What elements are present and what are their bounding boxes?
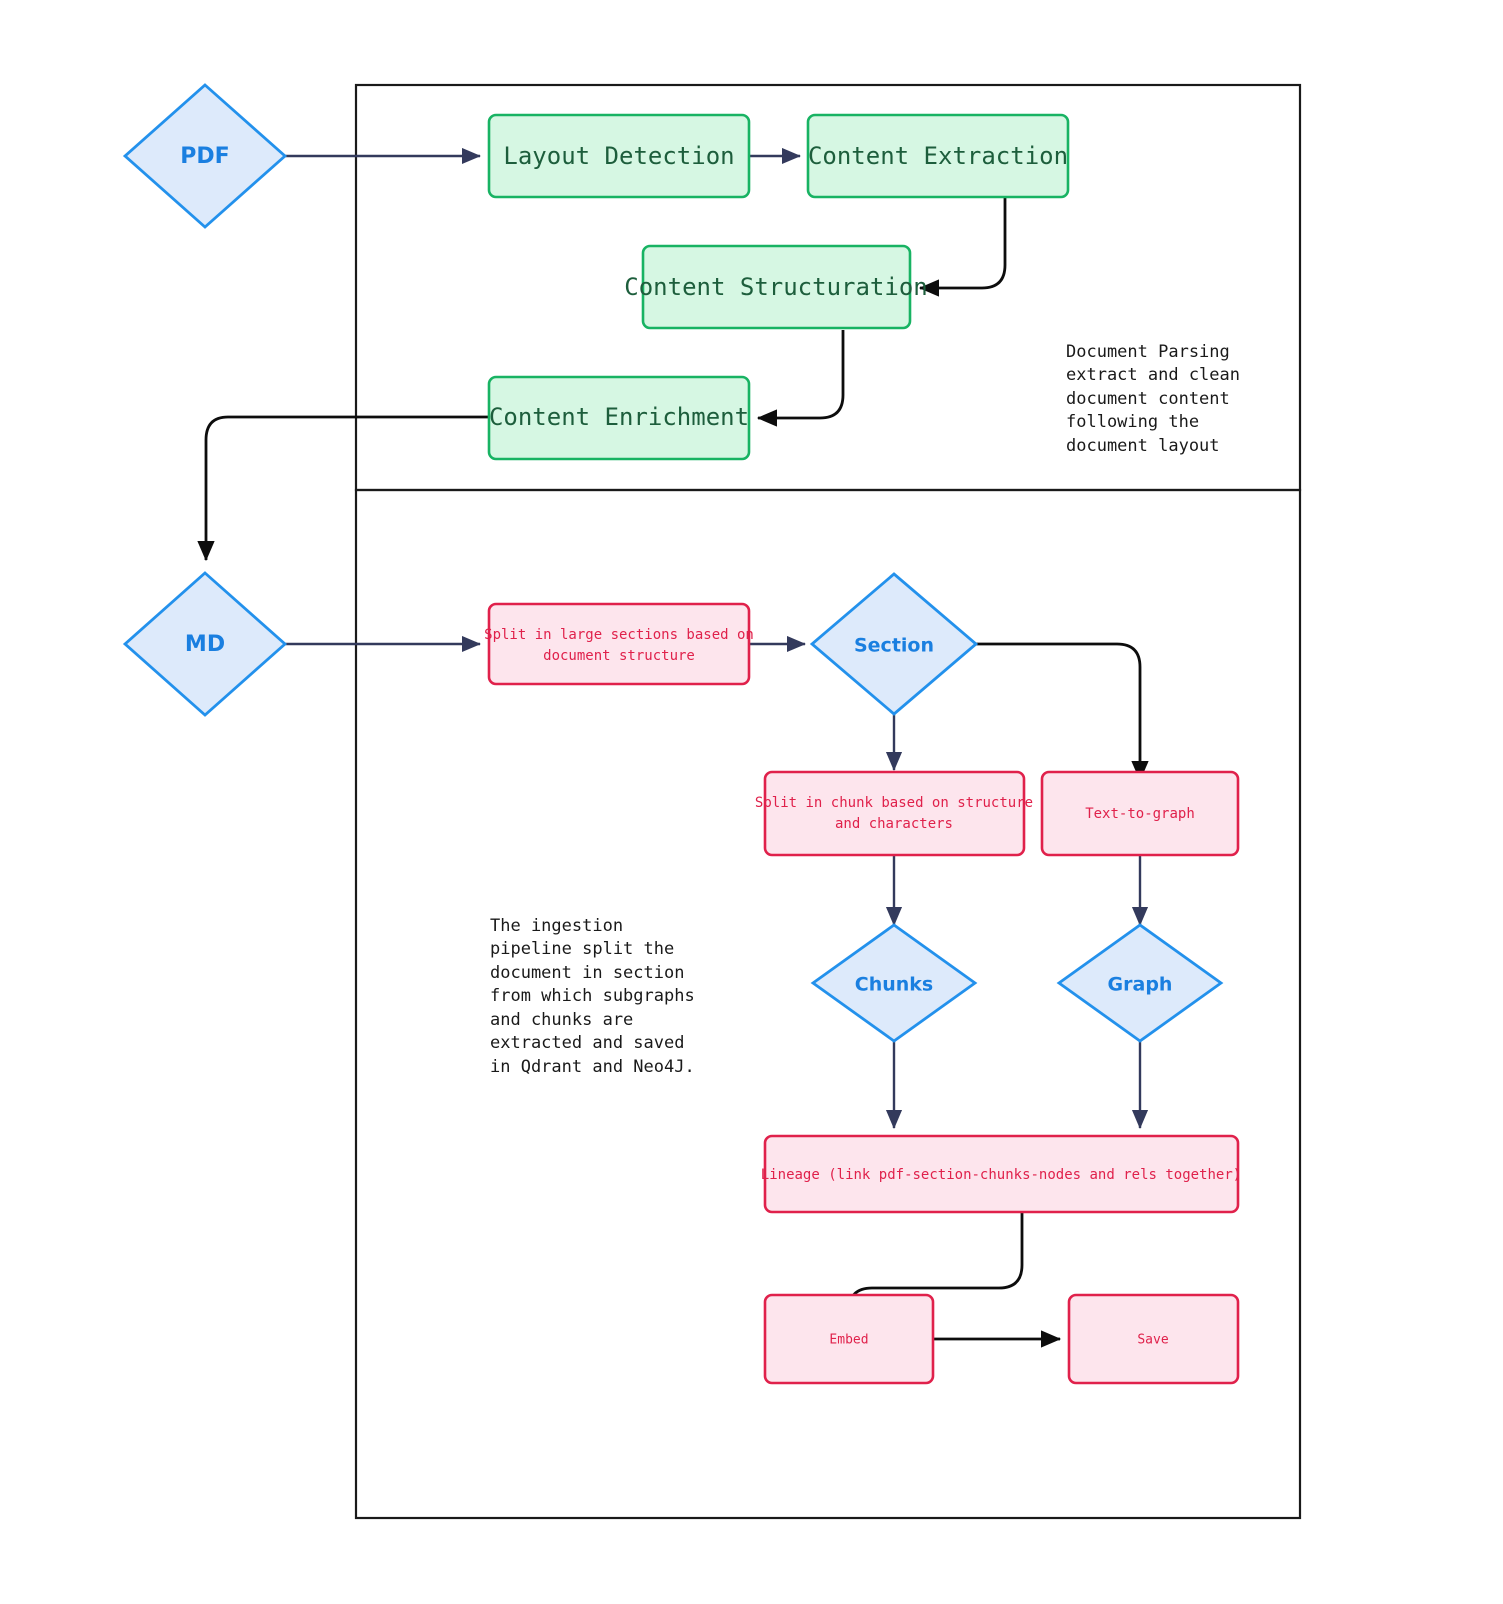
edge-enrichment-to-md: [197, 415, 489, 562]
svg-text:Document Parsing: Document Parsing: [1066, 342, 1230, 362]
node-section[interactable]: Section: [809, 572, 979, 716]
node-save[interactable]: Save: [1067, 1293, 1240, 1385]
svg-text:following the: following the: [1066, 412, 1199, 432]
svg-text:extract and clean: extract and clean: [1066, 365, 1240, 385]
ingestion-container: [354, 488, 1302, 1520]
node-graph-label: Graph: [1108, 974, 1173, 996]
svg-text:and characters: and characters: [835, 816, 953, 832]
node-chunks-label: Chunks: [855, 974, 933, 996]
node-md-label: MD: [185, 632, 225, 657]
svg-text:Split in chunk based on struct: Split in chunk based on structure: [755, 795, 1033, 811]
node-graph[interactable]: Graph: [1056, 923, 1224, 1043]
annotation-document-parsing: Document Parsing extract and clean docum…: [1066, 342, 1240, 456]
svg-text:extracted and saved: extracted and saved: [490, 1033, 684, 1053]
edge-extraction-to-structuration: [918, 198, 1007, 297]
node-layout-detection[interactable]: Layout Detection: [487, 113, 751, 199]
node-layout-detection-label: Layout Detection: [503, 142, 734, 170]
node-pdf[interactable]: PDF: [122, 83, 288, 229]
node-content-extraction[interactable]: Content Extraction: [806, 113, 1070, 199]
node-lineage[interactable]: Lineage (link pdf-section-chunks-nodes a…: [761, 1134, 1241, 1214]
node-content-structuration[interactable]: Content Structuration: [624, 244, 928, 330]
node-save-label: Save: [1137, 1333, 1168, 1348]
annotation-ingestion-pipeline: The ingestion pipeline split the documen…: [490, 916, 695, 1077]
node-embed-label: Embed: [829, 1333, 868, 1348]
node-content-enrichment[interactable]: Content Enrichment: [487, 375, 751, 461]
svg-text:document layout: document layout: [1066, 436, 1220, 456]
node-content-extraction-label: Content Extraction: [808, 142, 1068, 170]
edge-section-to-text-to-graph: [976, 642, 1149, 782]
node-text-to-graph[interactable]: Text-to-graph: [1040, 770, 1240, 857]
svg-text:in Qdrant and Neo4J.: in Qdrant and Neo4J.: [490, 1057, 695, 1077]
svg-text:and chunks are: and chunks are: [490, 1010, 633, 1030]
node-split-chunks[interactable]: Split in chunk based on structure and ch…: [755, 770, 1033, 857]
svg-text:The ingestion: The ingestion: [490, 916, 623, 936]
svg-text:pipeline split the: pipeline split the: [490, 939, 674, 959]
svg-text:document structure: document structure: [543, 648, 695, 664]
node-md[interactable]: MD: [122, 571, 288, 717]
svg-text:document in section: document in section: [490, 963, 684, 983]
node-content-enrichment-label: Content Enrichment: [489, 403, 749, 431]
node-section-label: Section: [854, 635, 934, 657]
node-embed[interactable]: Embed: [763, 1293, 935, 1385]
node-lineage-label: Lineage (link pdf-section-chunks-nodes a…: [761, 1167, 1241, 1183]
edge-structuration-to-enrichment: [756, 330, 845, 427]
svg-text:Split in large sections based: Split in large sections based on: [484, 627, 754, 643]
svg-text:from which subgraphs: from which subgraphs: [490, 986, 695, 1006]
node-split-large-sections[interactable]: Split in large sections based on documen…: [484, 602, 754, 686]
node-pdf-label: PDF: [180, 144, 229, 169]
svg-text:document content: document content: [1066, 389, 1230, 409]
node-chunks[interactable]: Chunks: [810, 923, 978, 1043]
node-content-structuration-label: Content Structuration: [624, 273, 927, 301]
node-text-to-graph-label: Text-to-graph: [1085, 806, 1195, 822]
